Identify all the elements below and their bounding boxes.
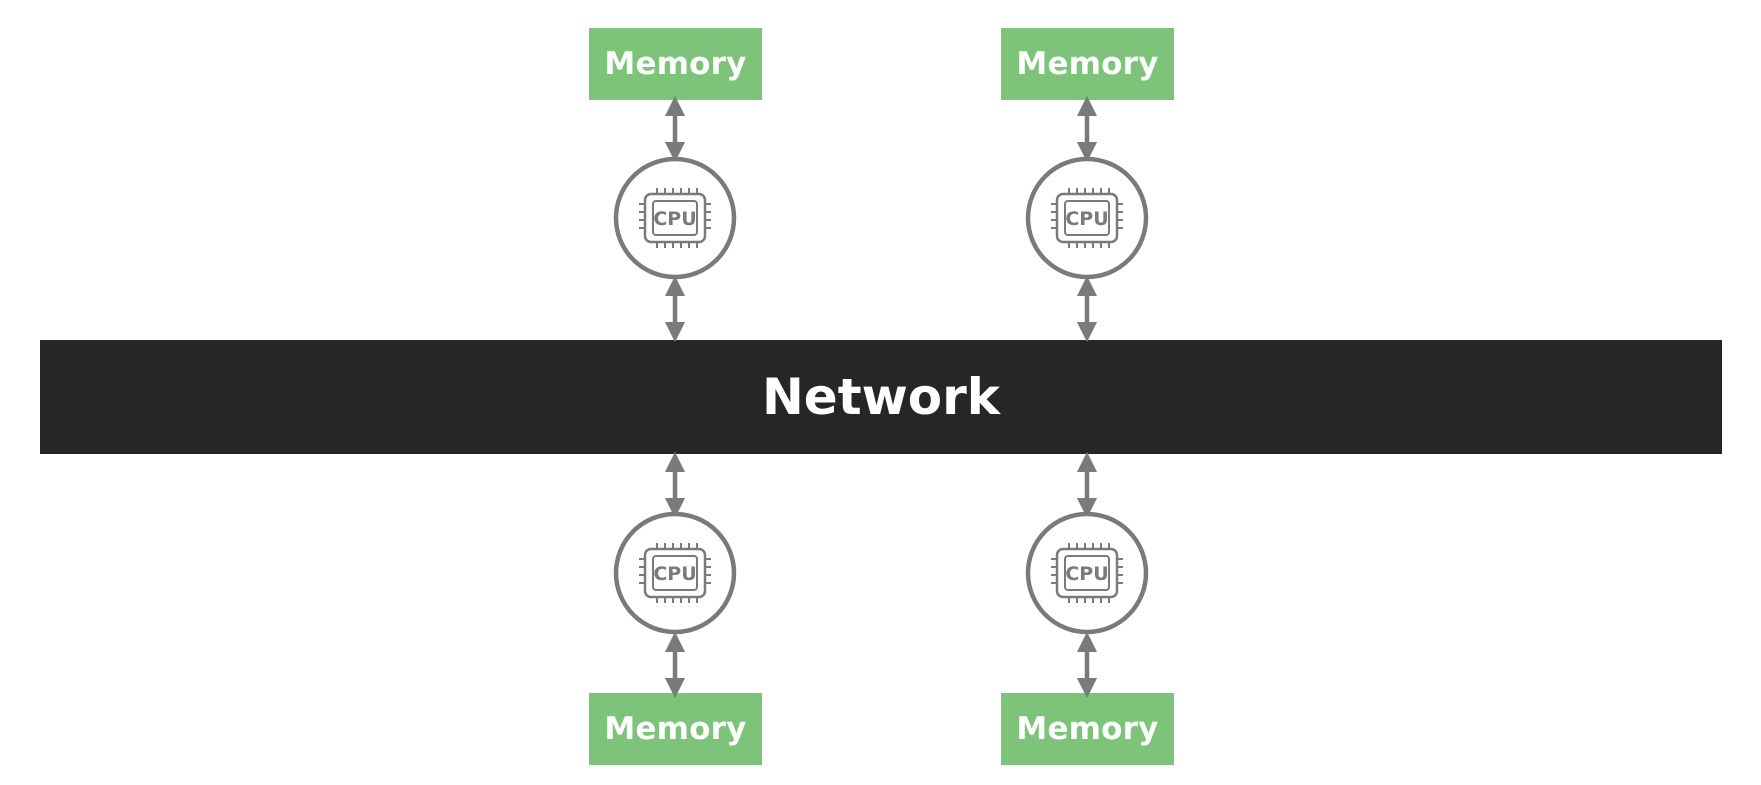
memory-box-top-left: Memory bbox=[589, 28, 762, 100]
memory-box-bottom-right: Memory bbox=[1001, 693, 1174, 765]
cpu-label-bottom-left: CPU bbox=[653, 563, 696, 585]
cpu-node-bottom-right: CPU bbox=[1025, 511, 1149, 635]
memory-box-top-right: Memory bbox=[1001, 28, 1174, 100]
network-label: Network bbox=[761, 368, 1001, 426]
cpu-label-top-right: CPU bbox=[1065, 208, 1108, 230]
cpu-label-top-left: CPU bbox=[653, 208, 696, 230]
cpu-node-top-left: CPU bbox=[613, 156, 737, 280]
network-bar: Network bbox=[40, 340, 1722, 454]
cpu-node-bottom-left: CPU bbox=[613, 511, 737, 635]
memory-box-bottom-left: Memory bbox=[589, 693, 762, 765]
cpu-node-top-right: CPU bbox=[1025, 156, 1149, 280]
cpu-label-bottom-right: CPU bbox=[1065, 563, 1108, 585]
